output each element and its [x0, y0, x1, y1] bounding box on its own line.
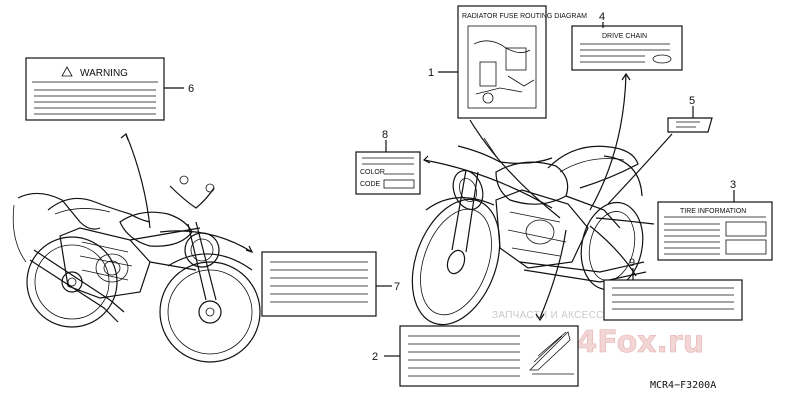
label-warning: WARNING: [25, 57, 165, 121]
svg-text:3: 3: [730, 179, 736, 191]
code-label-key: CODE: [360, 181, 381, 188]
warning-label-title: WARNING: [80, 68, 128, 79]
svg-text:2: 2: [372, 351, 378, 363]
svg-text:6: 6: [188, 83, 194, 95]
callout-2: 2: [372, 351, 400, 363]
label-small-tag: [667, 117, 713, 133]
callout-7: 7: [376, 281, 400, 293]
label-9: [603, 279, 743, 321]
leader-lines: [120, 72, 673, 322]
callout-5: 5: [689, 95, 695, 118]
svg-text:1: 1: [428, 67, 434, 79]
drive-chain-label-title: DRIVE CHAIN: [602, 33, 647, 40]
callout-9: 9: [629, 257, 635, 280]
label-tire-information: TIRE INFORMATION: [657, 201, 773, 261]
wing-emblem-icon: [529, 331, 574, 375]
callout-4: 4: [599, 11, 605, 28]
tire-label-title: TIRE INFORMATION: [680, 208, 746, 215]
svg-text:9: 9: [629, 257, 635, 269]
callout-8: 8: [382, 129, 388, 152]
label-color: COLOR CODE: [355, 151, 421, 195]
callout-6: 6: [164, 83, 194, 95]
fuse-label-title: RADIATOR FUSE ROUTING DIAGRAM: [462, 13, 587, 20]
svg-text:5: 5: [689, 95, 695, 107]
callouts: 1 4 5 6 8 3 7 9: [164, 11, 736, 363]
svg-text:4: 4: [599, 11, 605, 23]
callout-1: 1: [428, 67, 458, 79]
label-2-emblem: [399, 325, 579, 387]
svg-text:7: 7: [394, 281, 400, 293]
diagram-part-code: MCR4−F3200A: [650, 380, 716, 391]
callout-3: 3: [730, 179, 736, 202]
motorcycle-rear-view: [411, 137, 647, 326]
label-7: [261, 251, 377, 317]
motorcycle-side-view: [12, 175, 261, 363]
label-fuse-routing-diagram: RADIATOR FUSE ROUTING DIAGRAM: [457, 5, 587, 119]
color-label-key: COLOR: [360, 169, 385, 176]
label-drive-chain: DRIVE CHAIN: [571, 25, 683, 71]
svg-text:8: 8: [382, 129, 388, 141]
